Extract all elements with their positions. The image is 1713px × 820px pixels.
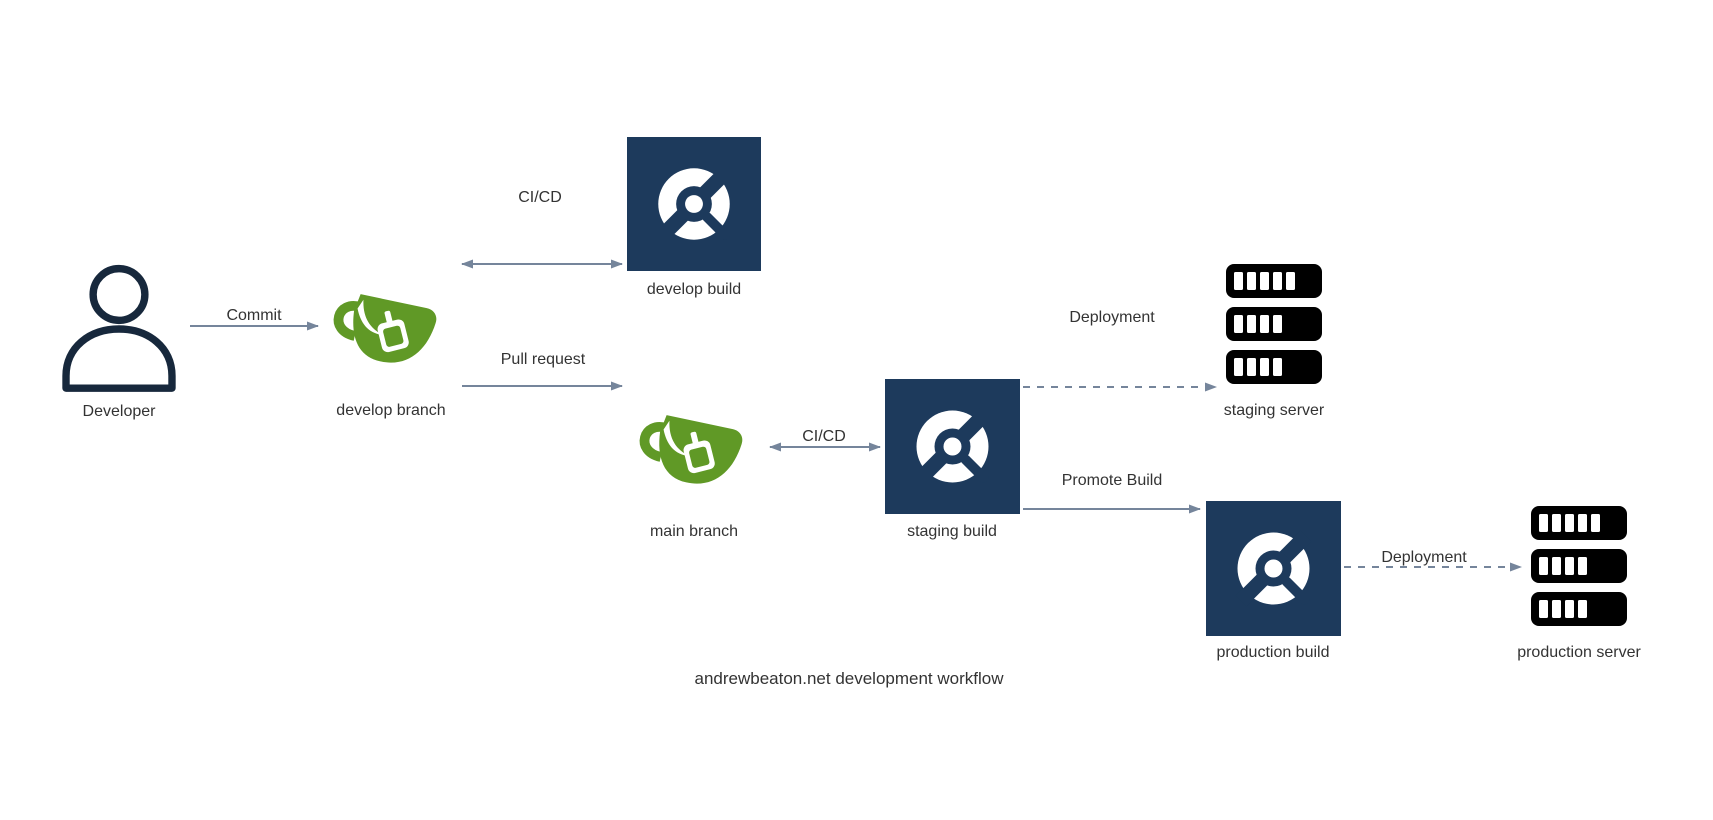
server-rack-icon — [1223, 264, 1325, 384]
ci-build-icon — [1206, 501, 1341, 636]
person-icon — [57, 260, 181, 398]
node-production-build — [1206, 501, 1341, 636]
node-develop-build-label: develop build — [646, 281, 742, 298]
node-production-server-label: production server — [1517, 644, 1641, 661]
pull-request-arrow-label: Pull request — [500, 351, 586, 368]
node-develop-branch-label: develop branch — [336, 402, 446, 419]
main-cicd-arrow-label: CI/CD — [802, 428, 846, 445]
gitea-cup-icon — [323, 281, 459, 379]
production-deployment-arrow-label: Deployment — [1381, 549, 1467, 566]
ci-build-icon — [885, 379, 1020, 514]
node-developer — [57, 260, 181, 398]
node-production-build-label: production build — [1216, 644, 1330, 661]
node-staging-build-label: staging build — [907, 523, 997, 540]
node-staging-server — [1223, 264, 1325, 384]
gitea-cup-icon — [629, 402, 765, 500]
node-staging-server-label: staging server — [1223, 402, 1325, 419]
staging-deployment-arrow-label: Deployment — [1069, 309, 1155, 326]
develop-cicd-arrow-label: CI/CD — [518, 189, 562, 206]
diagram-caption: andrewbeaton.net development workflow — [694, 669, 1004, 688]
node-develop-branch — [323, 281, 459, 379]
node-production-server — [1528, 506, 1630, 626]
promote-build-arrow-label: Promote Build — [1061, 472, 1163, 489]
node-main-branch-label: main branch — [649, 523, 739, 540]
node-main-branch — [629, 402, 765, 500]
commit-arrow-label: Commit — [226, 307, 282, 324]
node-develop-build — [627, 137, 761, 271]
ci-build-icon — [627, 137, 761, 271]
node-staging-build — [885, 379, 1020, 514]
node-developer-label: Developer — [82, 403, 156, 420]
server-rack-icon — [1528, 506, 1630, 626]
